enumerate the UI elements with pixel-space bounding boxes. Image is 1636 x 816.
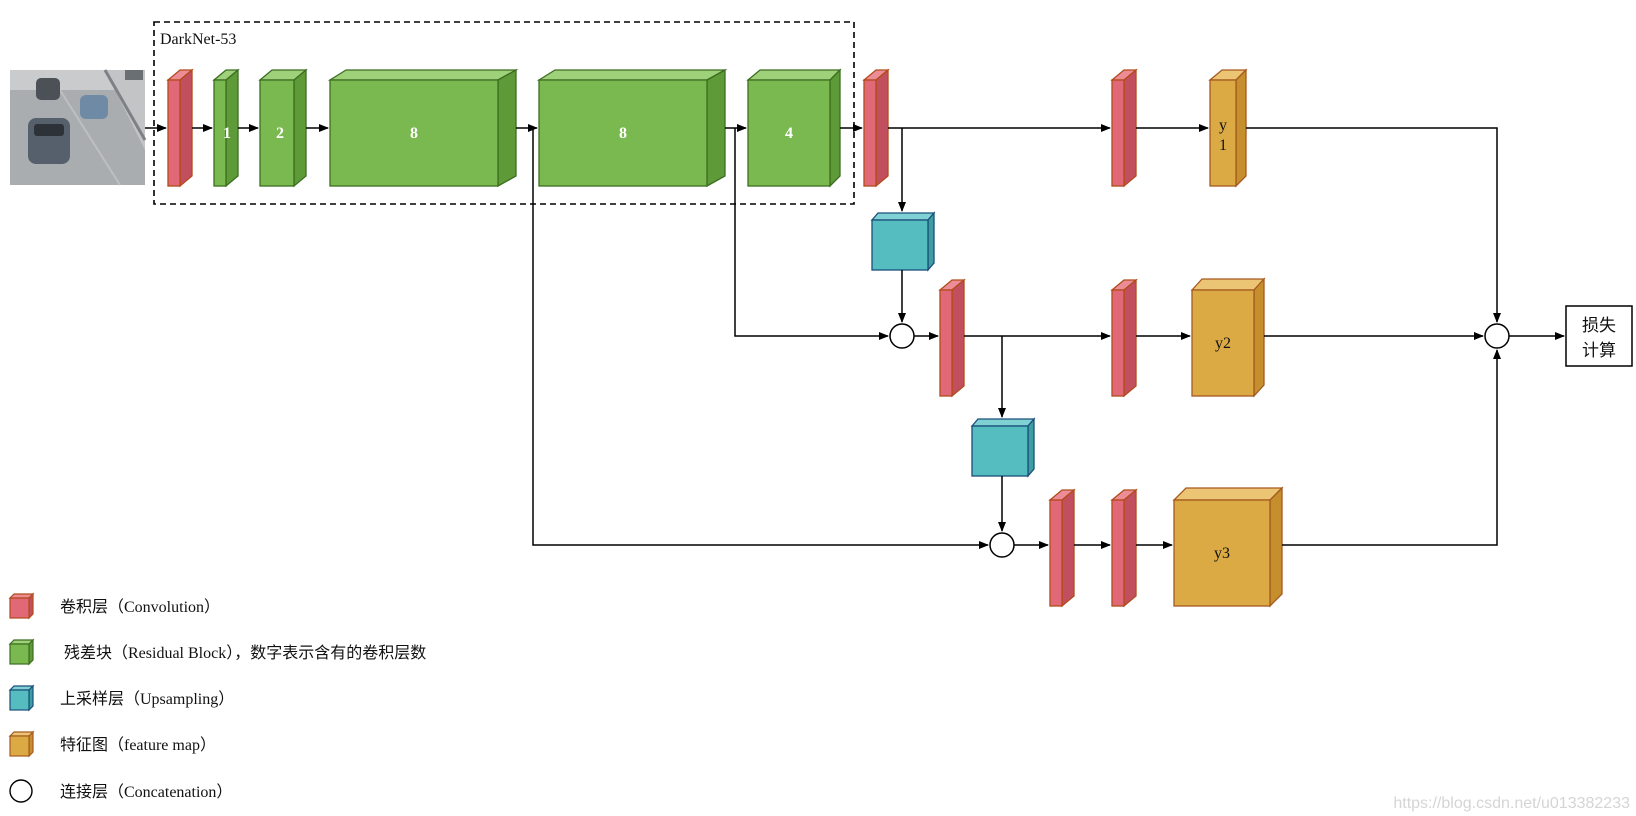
conv-layer-4	[938, 278, 966, 398]
y1-label-line2: 1	[1219, 137, 1227, 154]
legend-label-conv: 卷积层（Convolution）	[60, 598, 220, 616]
concat-node-2	[989, 532, 1015, 558]
residual-block-3: 8	[327, 68, 519, 188]
conv-block-icon	[8, 592, 35, 620]
darknet-frame	[153, 21, 855, 205]
darknet-title: DarkNet-53	[160, 31, 236, 48]
arrow-y3-loss	[1282, 349, 1501, 546]
residual-block-2: 2	[258, 68, 308, 188]
feature-map-y1: y 1	[1208, 68, 1248, 188]
y2-label: y2	[1215, 335, 1231, 352]
conv-layer-6	[1048, 488, 1076, 608]
upsample-layer-2	[970, 417, 1036, 478]
legend-label-upsample: 上采样层（Upsampling）	[60, 690, 234, 708]
legend-label-concat: 连接层（Concatenation）	[60, 783, 232, 801]
conv-layer-3	[1110, 68, 1138, 188]
residual-count-2: 2	[276, 125, 284, 142]
connections	[145, 124, 1565, 549]
conv-layer-2	[862, 68, 890, 188]
conv-layer-7	[1110, 488, 1138, 608]
residual-block-icon	[8, 638, 35, 666]
arrow-res4-concat1	[734, 128, 889, 340]
y3-label: y3	[1214, 545, 1230, 562]
residual-count-1: 1	[223, 125, 231, 142]
watermark: https://blog.csdn.net/u013382233	[1393, 795, 1630, 812]
legend: 卷积层（Convolution） 残差块（Residual Block），数字表…	[8, 592, 426, 803]
residual-count-3: 8	[410, 125, 418, 142]
legend-label-residual: 残差块（Residual Block），数字表示含有的卷积层数	[64, 644, 426, 662]
arrow-res3-concat2	[532, 128, 989, 549]
concat-node-1	[889, 323, 915, 349]
feature-map-y2: y2	[1190, 277, 1266, 398]
arrow-y1-loss	[1246, 127, 1501, 323]
upsample-block-icon	[8, 684, 35, 712]
residual-block-5: 4	[746, 68, 842, 188]
concat-node-loss	[1484, 323, 1510, 349]
upsample-layer-1	[870, 211, 936, 272]
concat-node-icon	[9, 779, 33, 803]
conv-layer-5	[1110, 278, 1138, 398]
loss-box: 损失 计算	[1565, 305, 1633, 367]
legend-label-feature: 特征图（feature map）	[60, 736, 216, 754]
residual-count-4: 8	[619, 125, 627, 142]
y1-label-line1: y	[1219, 117, 1227, 134]
residual-count-5: 4	[785, 125, 793, 142]
residual-block-4: 8	[536, 68, 728, 188]
input-image	[10, 69, 147, 186]
feature-map-icon	[8, 730, 35, 758]
feature-map-y3: y3	[1172, 486, 1284, 608]
residual-block-1: 1	[212, 68, 240, 188]
loss-label-line1: 损失	[1582, 316, 1616, 335]
conv-layer-1	[166, 68, 194, 188]
loss-label-line2: 计算	[1582, 341, 1616, 360]
